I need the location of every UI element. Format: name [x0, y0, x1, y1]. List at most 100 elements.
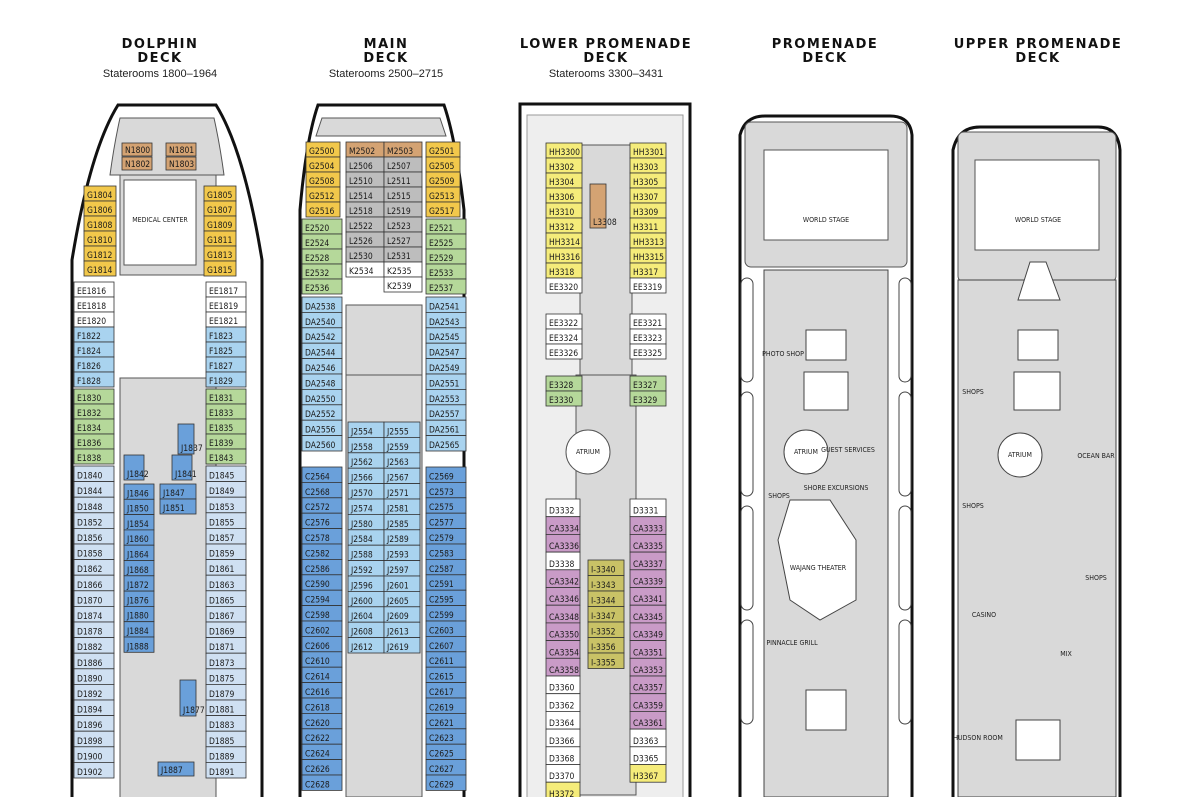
cabin-label: J2562 — [350, 458, 373, 468]
cabin-label: CA3345 — [633, 613, 663, 623]
cabin-label: E3328 — [549, 381, 573, 391]
cabin — [587, 652, 625, 669]
atrium-lower — [565, 429, 611, 475]
deck-header-lower-promenade: LOWER PROMENADE DECK Staterooms 3300–343… — [516, 37, 696, 81]
cabin-label: J2608 — [350, 628, 373, 638]
cabin-label: DA2557 — [429, 410, 460, 420]
cabin-label: DA2546 — [305, 364, 336, 374]
cabin-label: C2564 — [305, 472, 330, 482]
cabin-label: J2593 — [386, 551, 409, 561]
cabin-label: F1825 — [209, 347, 233, 357]
cabin — [205, 448, 247, 465]
cabin-label: F1826 — [77, 362, 101, 372]
cabin-label: CA3354 — [549, 648, 579, 658]
cabin-label: C2583 — [429, 549, 454, 559]
cabin-label: D1853 — [209, 503, 234, 513]
cabin-label: J1842 — [126, 470, 149, 480]
cabin-label: CA3339 — [633, 578, 663, 588]
cabin-label: CA3337 — [633, 560, 663, 570]
cabin-label: D1849 — [209, 487, 234, 497]
cabin-label: D1879 — [209, 690, 234, 700]
cabin-label: D1852 — [77, 518, 102, 528]
cabin-label: D3331 — [633, 507, 658, 517]
cabin-label: EE1816 — [77, 287, 106, 297]
cabin-label: C2615 — [429, 673, 454, 683]
cabin-label: J1846 — [126, 489, 149, 499]
cabin-label: DA2538 — [305, 302, 336, 312]
elevators-prom — [803, 371, 849, 411]
cabin-label: D1873 — [209, 659, 234, 669]
cabin-label: H3304 — [549, 178, 574, 188]
cabin-label: D1859 — [209, 550, 234, 560]
mix-label: MIX — [1060, 650, 1072, 658]
cabin-label: E1833 — [209, 409, 233, 419]
cabin-label: DA2561 — [429, 426, 460, 436]
cabin-label: C2606 — [305, 642, 330, 652]
cabin-label: C2627 — [429, 765, 454, 775]
medical-center-label: MEDICAL CENTER — [132, 216, 188, 224]
cabin-label: D1862 — [77, 565, 102, 575]
ocean-bar-label: OCEAN BAR — [1077, 452, 1115, 460]
deck-title: MAIN — [363, 37, 409, 52]
cabin-label: D1882 — [77, 643, 102, 653]
cabin-label: D1867 — [209, 612, 234, 622]
cabin-label: C2622 — [305, 734, 330, 744]
cabin-label: K2534 — [349, 267, 374, 277]
cabin-label: I-3356 — [591, 643, 616, 653]
cabin — [425, 278, 467, 295]
cabin-label: J2600 — [350, 597, 373, 607]
cabin — [383, 637, 421, 654]
cabin-label: F1827 — [209, 362, 233, 372]
cabin-label: F1822 — [77, 332, 101, 342]
cabin-label: HH3316 — [549, 253, 580, 263]
stairs-prom-2 — [805, 689, 847, 731]
cabin — [171, 454, 193, 481]
deck-title: DECK — [137, 51, 183, 66]
cabin-label: E1839 — [209, 439, 233, 449]
cabin — [425, 201, 461, 218]
cabin-label: J1847 — [162, 489, 185, 499]
cabin-label: E1830 — [77, 394, 101, 404]
cabin-label: J1884 — [126, 627, 149, 637]
cabin-label: CA3335 — [633, 542, 663, 552]
cabin-label: E1843 — [209, 454, 233, 464]
cabin-label: D1861 — [209, 565, 234, 575]
cabin-label: J1851 — [162, 504, 185, 514]
cabin-label: M2503 — [387, 147, 413, 157]
atrium-label-upper: ATRIUM — [1008, 451, 1032, 459]
core-main-top — [345, 304, 423, 376]
shops-label-prom: SHOPS — [768, 492, 790, 500]
cabin-label: HH3313 — [633, 238, 664, 248]
cabin-label: C2618 — [305, 703, 330, 713]
cabin-label: C2616 — [305, 688, 330, 698]
cabin-label: C2591 — [429, 580, 454, 590]
cabin-label: G1806 — [87, 206, 113, 216]
cabin-label: J2566 — [350, 474, 373, 484]
cabin-label: D3338 — [549, 560, 574, 570]
cabin-label: J2558 — [350, 443, 373, 453]
cabin-label: EE1818 — [77, 302, 106, 312]
cabin-label: L2510 — [349, 177, 373, 187]
cabin-label: C2621 — [429, 719, 454, 729]
cabin-label: G1814 — [87, 266, 113, 276]
cabin-label: D1874 — [77, 612, 102, 622]
cabin-label: E1836 — [77, 439, 101, 449]
cabin-label: D1881 — [209, 706, 234, 716]
cabin-label: J2605 — [386, 597, 409, 607]
cabin — [165, 142, 197, 157]
cabin-label: H3317 — [633, 268, 658, 278]
cabin-label: C2579 — [429, 534, 454, 544]
cabin-label: E2521 — [429, 224, 453, 234]
cabin — [301, 774, 343, 791]
cabin-label: F1824 — [77, 347, 101, 357]
cabin — [545, 390, 583, 407]
cabin — [177, 423, 195, 455]
deck-title: LOWER PROMENADE — [519, 37, 693, 52]
cabin-label: I-3347 — [591, 612, 616, 622]
cabin-label: C2624 — [305, 750, 330, 760]
cabin-label: D1857 — [209, 534, 234, 544]
cabin-label: G1804 — [87, 191, 113, 201]
cabin-label: CA3342 — [549, 578, 579, 588]
cabin-label: D3360 — [549, 684, 574, 694]
